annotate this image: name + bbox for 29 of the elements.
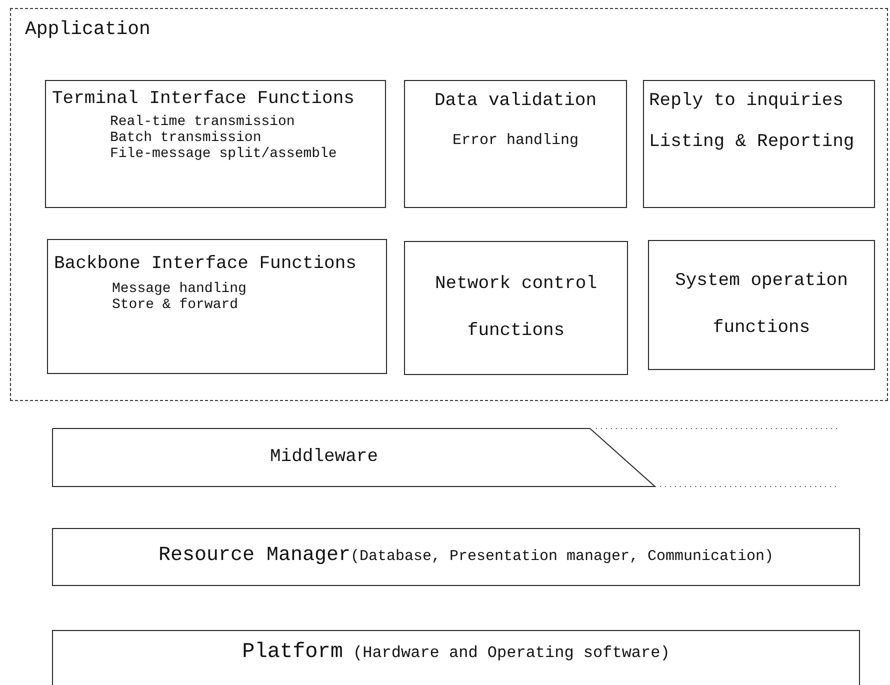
function-item: Real-time transmission bbox=[110, 114, 295, 130]
box-heading: Terminal Interface Functions bbox=[52, 89, 354, 110]
box-heading: Network control functions bbox=[434, 273, 598, 343]
function-item: Message handling bbox=[112, 280, 246, 297]
function-box bbox=[648, 240, 875, 370]
function-box bbox=[45, 80, 386, 208]
function-item: Batch transmission bbox=[110, 130, 262, 146]
function-box bbox=[47, 239, 387, 374]
function-item: File-message split/assemble bbox=[110, 146, 337, 162]
function-item: Store & forward bbox=[112, 296, 238, 313]
layer-heading: Middleware bbox=[270, 447, 378, 468]
box-heading: Backbone Interface Functions bbox=[54, 254, 356, 275]
function-item: Listing & Reporting bbox=[649, 132, 854, 152]
resource-manager-layer bbox=[52, 528, 860, 586]
layer-heading: Application bbox=[25, 19, 150, 41]
function-box bbox=[404, 241, 628, 375]
middleware-layer bbox=[52, 428, 656, 487]
layer-description: (Database, Presentation manager, Communication) bbox=[350, 548, 774, 566]
platform-layer bbox=[52, 630, 860, 685]
function-box bbox=[643, 80, 875, 208]
application-layer-frame bbox=[10, 8, 888, 401]
box-heading: Data validation bbox=[434, 91, 597, 112]
function-item: Error handling bbox=[452, 132, 579, 149]
box-heading: System operation functions bbox=[674, 270, 849, 340]
layer-description: (Hardware and Operating software) bbox=[352, 644, 670, 662]
box-heading: Reply to inquiries bbox=[649, 91, 844, 112]
layer-heading: Resource Manager bbox=[158, 544, 350, 567]
function-box bbox=[404, 80, 627, 208]
layer-heading: Platform bbox=[242, 641, 343, 666]
